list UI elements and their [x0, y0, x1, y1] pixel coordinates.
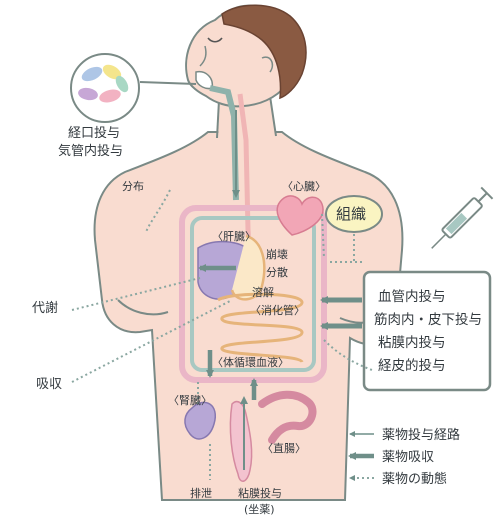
- route-item: 筋肉内・皮下投与: [374, 311, 482, 328]
- label-excretion: 排泄: [190, 486, 212, 500]
- label-dissolution: 溶解: [252, 285, 274, 299]
- label-metabolism: 代謝: [32, 301, 58, 316]
- circulation-frame-inner: [190, 216, 316, 372]
- legend-label: 薬物投与経路: [382, 427, 460, 443]
- label-liver: 〈肝臓〉: [212, 230, 256, 243]
- pills-icon: [70, 53, 140, 123]
- gi-tract: [217, 234, 304, 364]
- arrows: [71, 110, 374, 481]
- route-item: 血管内投与: [378, 289, 446, 305]
- legend-label: 薬物の動態: [382, 471, 447, 487]
- label-gi-tract: 〈消化管〉: [250, 303, 305, 317]
- label-oral: 経口投与: [68, 125, 120, 141]
- label-kidney: 〈腎臓〉: [168, 394, 212, 407]
- label-distribution: 分布: [122, 180, 144, 193]
- kidney: [184, 401, 217, 440]
- label-inhalation: 気管内投与: [58, 143, 123, 159]
- label-decay: 崩壊: [266, 247, 288, 261]
- label-absorption: 吸収: [36, 377, 62, 392]
- admin-routes-box: [362, 270, 492, 392]
- hair: [221, 4, 307, 100]
- label-rectum: 〈直腸〉: [262, 441, 306, 455]
- tissue-bubble: [325, 195, 383, 233]
- route-item: 粘膜内投与: [378, 335, 446, 351]
- route-item: 経皮的投与: [378, 358, 446, 374]
- label-rectal-admin: 粘膜投与: [238, 486, 282, 500]
- label-circulation: 〈体循環血液〉: [212, 355, 289, 369]
- label-tissue: 組織: [336, 205, 366, 223]
- label-suppository: (坐薬): [244, 503, 275, 516]
- syringe-icon: [431, 186, 494, 249]
- heart: [276, 195, 324, 236]
- legend-label: 薬物吸収: [382, 450, 434, 465]
- label-dispersion: 分散: [266, 265, 288, 279]
- label-heart: 〈心臓〉: [282, 180, 326, 193]
